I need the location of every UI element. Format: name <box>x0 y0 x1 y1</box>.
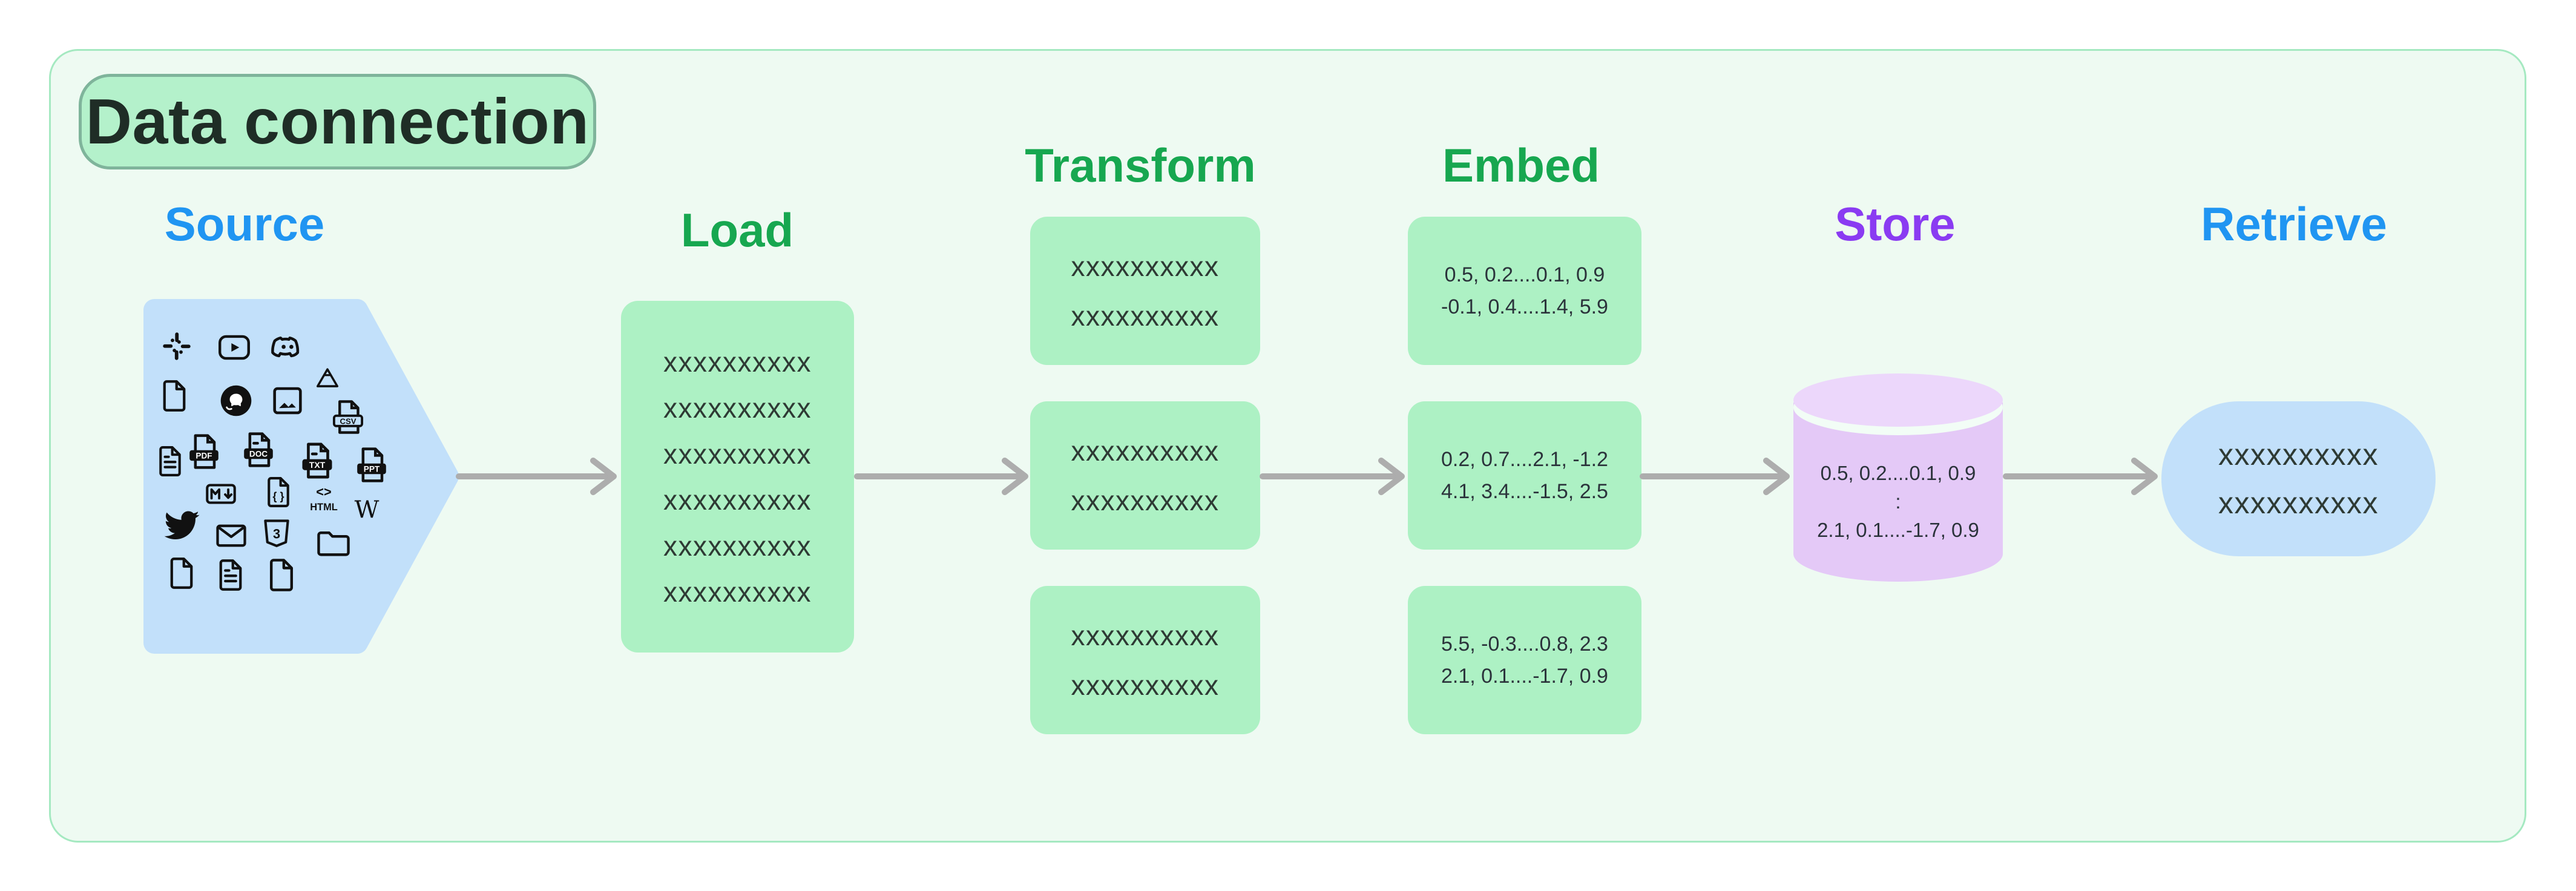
load-line: xxxxxxxxxx <box>663 346 812 378</box>
embed-heading: Embed <box>1442 139 1600 192</box>
file-icon <box>263 556 300 594</box>
source-heading: Source <box>164 197 325 251</box>
transform-box-2: xxxxxxxxxx xxxxxxxxxx <box>1030 401 1260 550</box>
pdf-file-icon <box>183 431 225 472</box>
image-icon <box>268 381 307 420</box>
file-text-icon <box>212 557 249 593</box>
store-heading: Store <box>1835 197 1956 251</box>
code-file-icon <box>261 475 296 510</box>
html-icon <box>306 482 341 517</box>
load-line: xxxxxxxxxx <box>663 438 812 470</box>
load-line: xxxxxxxxxx <box>663 392 812 424</box>
load-line: xxxxxxxxxx <box>663 484 812 516</box>
ppt-file-icon <box>351 444 392 485</box>
doc-file-icon <box>238 429 279 470</box>
retrieve-box: xxxxxxxxxx xxxxxxxxxx <box>2161 401 2436 556</box>
txt-file-icon <box>296 439 338 482</box>
wikipedia-icon <box>350 492 384 525</box>
load-heading: Load <box>680 203 794 257</box>
embed-box-1: 0.5, 0.2....0.1, 0.9 -0.1, 0.4....1.4, 5… <box>1408 217 1641 365</box>
diagram-title-badge: Data connection <box>79 74 596 169</box>
vector-store-contents: 0.5, 0.2....0.1, 0.9 : 2.1, 0.1....-1.7,… <box>1817 462 1979 541</box>
retrieve-heading: Retrieve <box>2201 197 2387 251</box>
diagram-title: Data connection <box>85 85 590 157</box>
file-icon <box>163 555 200 591</box>
folder-icon <box>315 524 352 562</box>
embed-box-2: 0.2, 0.7....2.1, -1.2 4.1, 3.4....-1.5, … <box>1408 401 1641 550</box>
load-box: xxxxxxxxxx xxxxxxxxxx xxxxxxxxxx xxxxxxx… <box>621 301 854 653</box>
twitter-icon <box>163 507 200 545</box>
load-line: xxxxxxxxxx <box>663 530 812 562</box>
csv-file-icon <box>328 397 368 437</box>
transform-heading: Transform <box>1025 139 1256 192</box>
google-drive-icon <box>312 364 343 394</box>
youtube-icon <box>215 329 253 366</box>
embed-box-3: 5.5, -0.3....0.8, 2.3 2.1, 0.1....-1.7, … <box>1408 586 1641 734</box>
load-line: xxxxxxxxxx <box>663 576 812 608</box>
github-icon <box>216 381 256 421</box>
css3-icon <box>259 516 294 551</box>
slack-icon <box>159 329 194 364</box>
mail-icon <box>213 518 249 554</box>
discord-icon <box>268 327 307 366</box>
markdown-icon <box>203 476 238 511</box>
transform-box-1: xxxxxxxxxx xxxxxxxxxx <box>1030 217 1260 365</box>
transform-box-3: xxxxxxxxxx xxxxxxxxxx <box>1030 586 1260 734</box>
file-text-icon <box>153 444 188 479</box>
diagram-frame <box>49 49 2526 843</box>
file-icon <box>156 378 192 414</box>
